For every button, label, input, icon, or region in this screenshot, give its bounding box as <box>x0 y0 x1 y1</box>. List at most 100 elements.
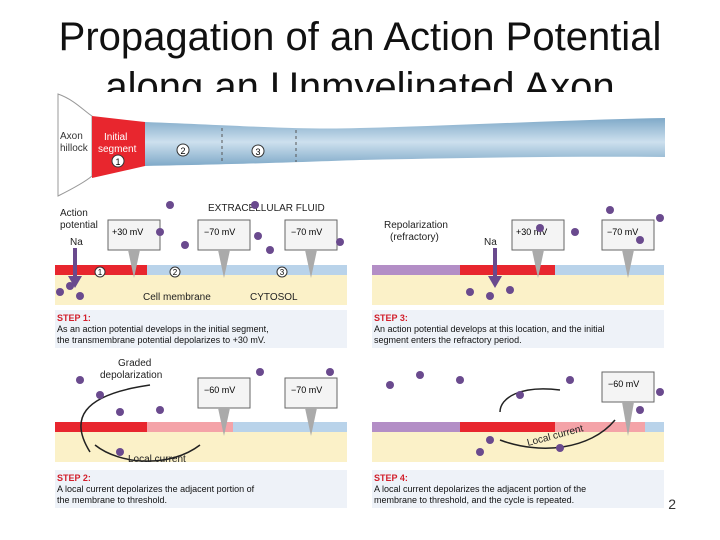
step2-line1: A local current depolarizes the adjacent… <box>57 484 255 494</box>
sodium-ion-icon <box>416 371 424 379</box>
extracellular-label: EXTRACELLULAR FLUID <box>208 203 325 214</box>
sodium-ion-icon <box>656 214 664 222</box>
meter-reading: −70 mV <box>204 227 235 237</box>
step3-heading: STEP 3: <box>374 313 408 323</box>
sodium-ion-icon <box>66 282 74 290</box>
step4-line2: membrane to threshold, and the cycle is … <box>374 495 574 505</box>
graded-label-2: depolarization <box>100 370 162 381</box>
na-label: Na <box>484 237 497 248</box>
step4-line1: A local current depolarizes the adjacent… <box>374 484 586 494</box>
sodium-ion-icon <box>254 232 262 240</box>
voltmeter-s1-c: −70 mV <box>284 219 338 278</box>
initial-segment-label-1: Initial <box>104 132 127 143</box>
membrane-refractory <box>372 265 460 275</box>
sodium-ion-icon <box>326 368 334 376</box>
meter-reading: +30 mV <box>112 227 143 237</box>
step2-heading: STEP 2: <box>57 473 91 483</box>
marker-1: 1 <box>98 268 103 277</box>
membrane-refractory <box>372 422 460 432</box>
meter-reading: −70 mV <box>291 227 322 237</box>
sodium-ion-icon <box>456 376 464 384</box>
sodium-ion-icon <box>251 201 259 209</box>
hillock-label-2: hillock <box>60 143 89 154</box>
sodium-ion-icon <box>76 292 84 300</box>
cytosol-region <box>55 275 347 305</box>
sodium-ion-icon <box>386 381 394 389</box>
step2-line2: the membrane to threshold. <box>57 495 167 505</box>
sodium-ion-icon <box>116 448 124 456</box>
sodium-ion-icon <box>536 224 544 232</box>
arrow-head-icon <box>68 276 82 288</box>
marker-1: 1 <box>115 157 120 167</box>
sodium-ion-icon <box>556 444 564 452</box>
meter-reading: −70 mV <box>607 227 638 237</box>
step1-caption-box <box>55 310 347 348</box>
sodium-ion-icon <box>256 368 264 376</box>
cytosol-region <box>372 275 664 305</box>
sodium-ion-icon <box>266 246 274 254</box>
voltmeter-s2-a: −60 mV <box>197 377 251 436</box>
sodium-ion-icon <box>116 408 124 416</box>
step3-panel: Repolarization (refractory) Na +30 mV −7… <box>372 219 664 348</box>
marker-3: 3 <box>255 147 260 157</box>
voltmeter-s1-a: +30 mV <box>107 219 161 278</box>
marker-2: 2 <box>180 146 185 156</box>
step1-heading: STEP 1: <box>57 313 91 323</box>
step1-line1: As an action potential develops in the i… <box>57 324 269 334</box>
voltmeter-s4-a: −60 mV <box>601 371 655 436</box>
sodium-ion-icon <box>516 391 524 399</box>
graded-label-1: Graded <box>118 358 151 369</box>
voltmeter-s2-b: −70 mV <box>284 377 338 436</box>
ion-field <box>56 201 664 456</box>
cell-membrane-label: Cell membrane <box>143 292 211 303</box>
action-potential-label-1: Action <box>60 208 88 219</box>
sodium-ion-icon <box>96 391 104 399</box>
voltmeter-s1-b: −70 mV <box>197 219 251 278</box>
arrow-head-icon <box>488 276 502 288</box>
meter-reading: −70 mV <box>291 385 322 395</box>
repolarization-label-2: (refractory) <box>390 232 439 243</box>
step4-caption-box <box>372 470 664 508</box>
membrane-active <box>460 265 555 275</box>
initial-segment-label-2: segment <box>98 144 137 155</box>
cytosol-region <box>55 432 347 462</box>
local-current-label: Local current <box>128 454 186 465</box>
axon-overview: Axon hillock Initial segment 1 2 3 <box>57 93 665 197</box>
step3-line2: segment enters the refractory period. <box>374 335 522 345</box>
sodium-ion-icon <box>336 238 344 246</box>
na-label: Na <box>70 237 83 248</box>
cytosol-region <box>372 432 664 462</box>
sodium-ion-icon <box>156 228 164 236</box>
membrane-active <box>55 422 147 432</box>
step4-panel: Local current −60 mV STEP 4: A local cur… <box>372 371 664 508</box>
local-current-arrow <box>94 444 201 462</box>
step4-heading: STEP 4: <box>374 473 408 483</box>
step2-caption-box <box>55 470 347 508</box>
sodium-ion-icon <box>476 448 484 456</box>
sodium-ion-icon <box>56 288 64 296</box>
sodium-ion-icon <box>506 286 514 294</box>
slide-title-line1: Propagation of an Action Potential <box>58 15 662 59</box>
sodium-ion-icon <box>636 236 644 244</box>
membrane-graded <box>555 422 645 432</box>
step3-line1: An action potential develops at this loc… <box>374 324 605 334</box>
sodium-ion-icon <box>571 228 579 236</box>
sodium-ion-icon <box>76 376 84 384</box>
action-potential-label-2: potential <box>60 220 98 231</box>
repolarization-label-1: Repolarization <box>384 220 448 231</box>
sodium-ion-icon <box>181 241 189 249</box>
marker-2: 2 <box>173 268 178 277</box>
sodium-ion-icon <box>486 436 494 444</box>
axon-body-shape <box>145 118 665 166</box>
step3-caption-box <box>372 310 664 348</box>
step1-line2: the transmembrane potential depolarizes … <box>57 335 266 345</box>
sodium-ion-icon <box>156 406 164 414</box>
local-current-arrow <box>499 388 561 413</box>
sodium-ion-icon <box>466 288 474 296</box>
sodium-ion-icon <box>636 406 644 414</box>
page-number: 2 <box>668 496 676 512</box>
sodium-ion-icon <box>486 292 494 300</box>
initial-segment-shape <box>92 116 145 178</box>
slide-title-line2: along an Unmyelinated Axon <box>105 65 615 92</box>
